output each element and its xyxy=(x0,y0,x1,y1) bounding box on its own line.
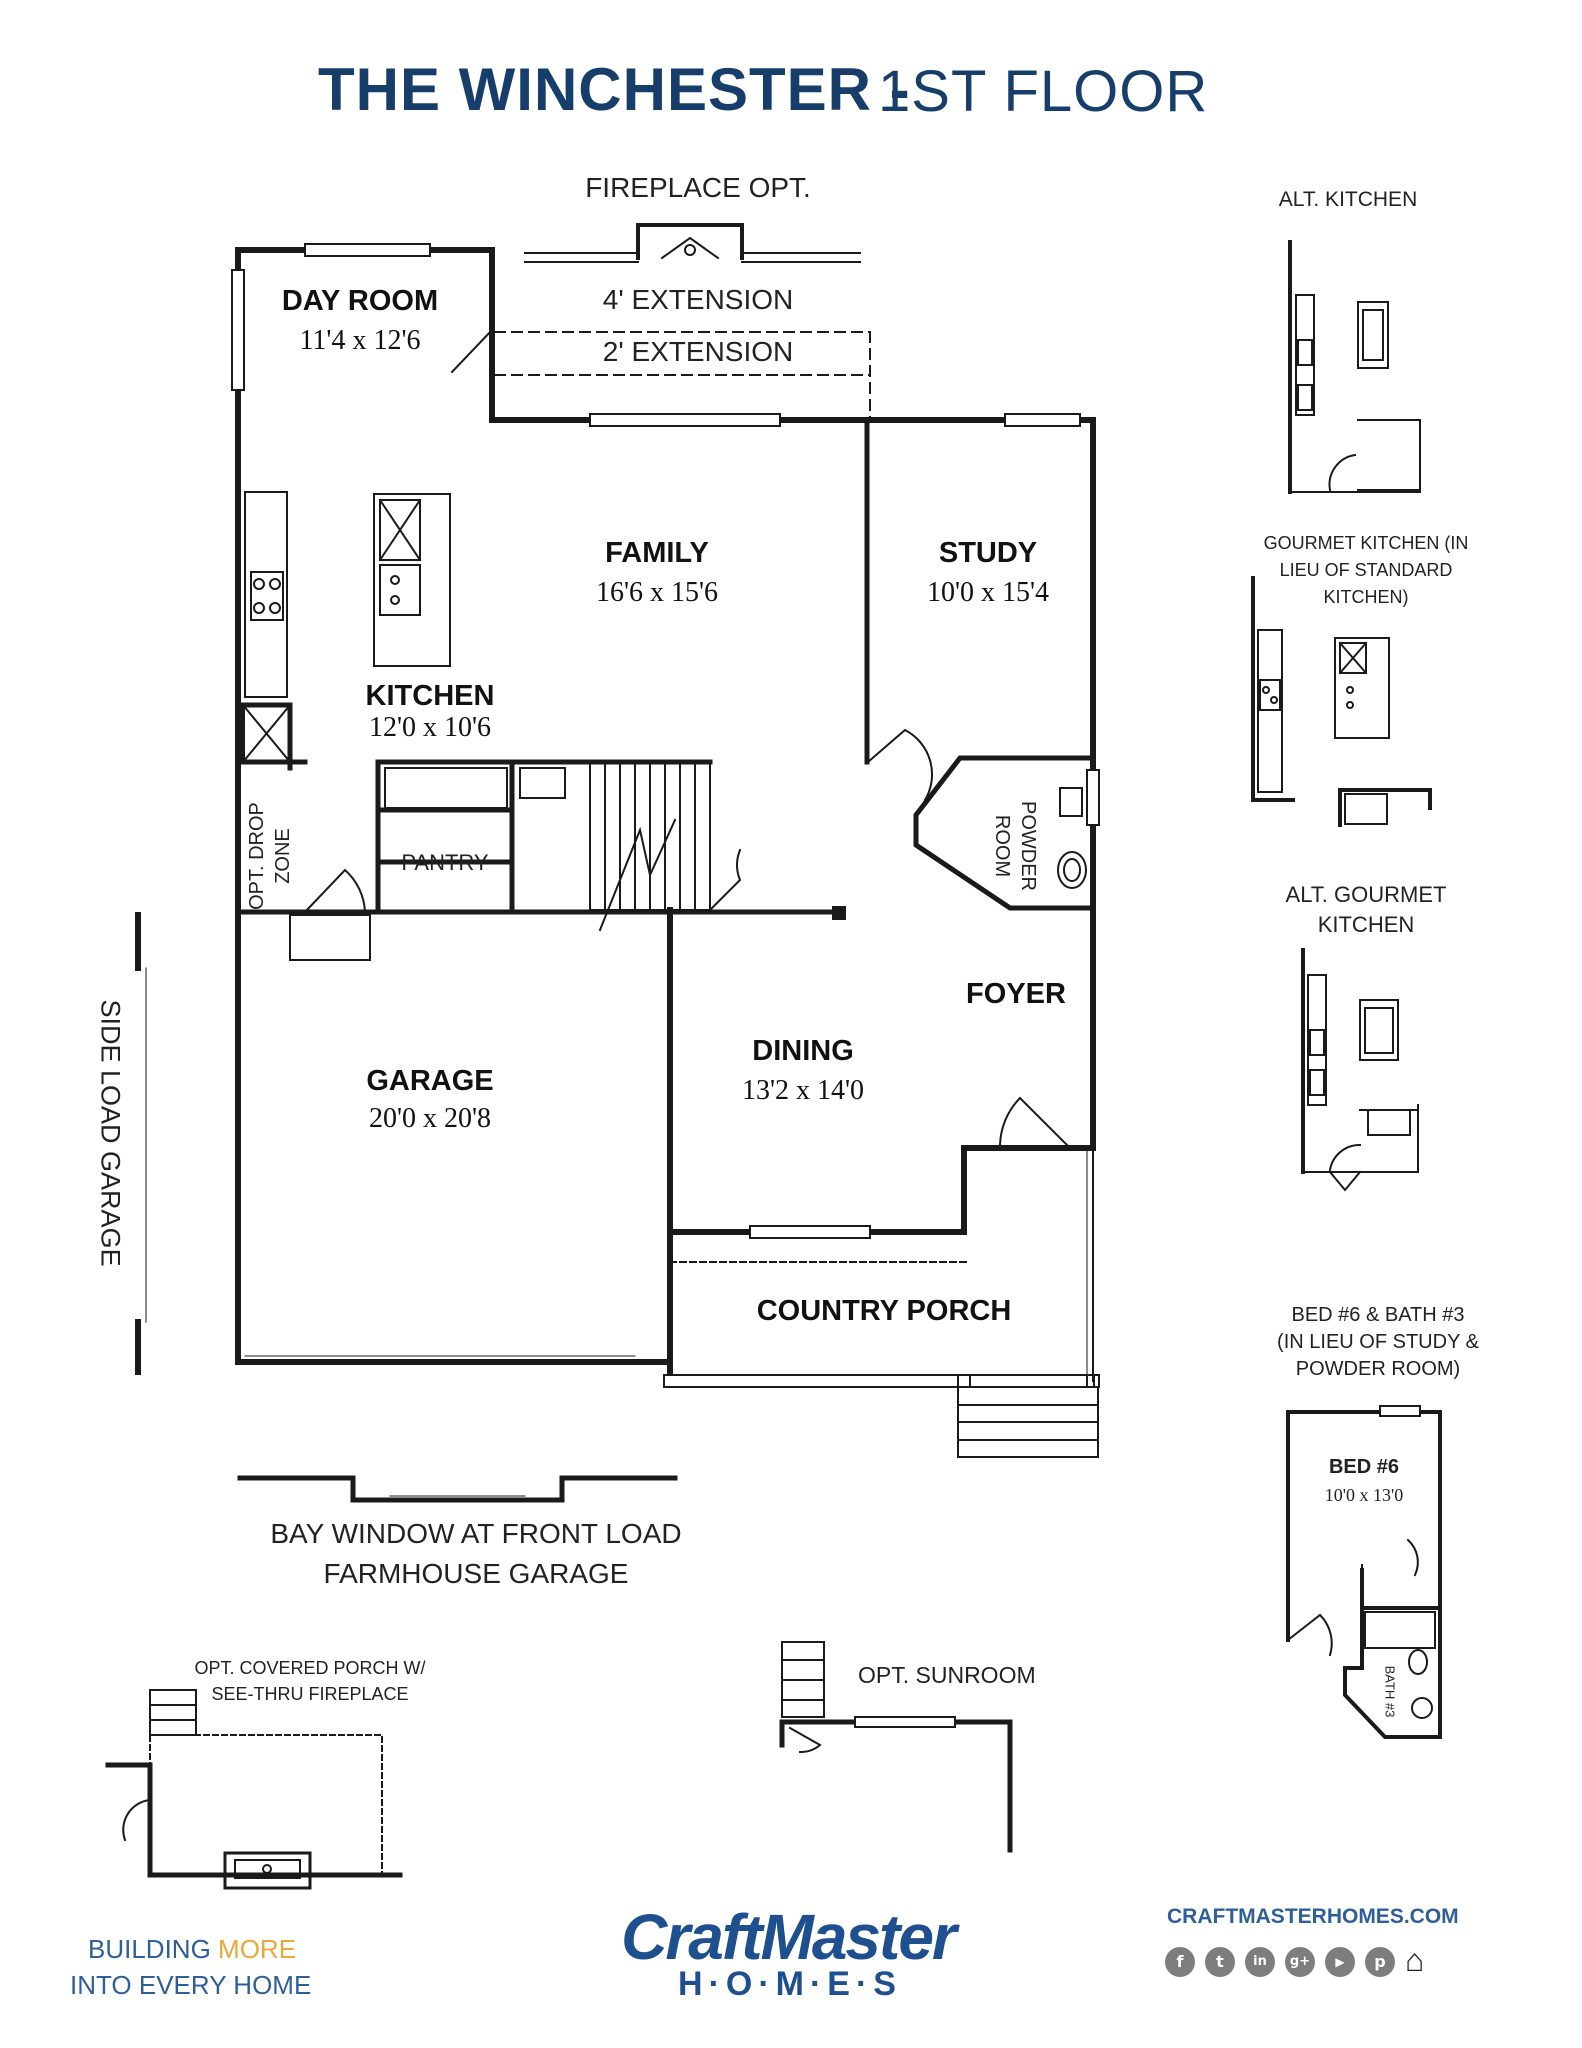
family-name: FAMILY xyxy=(605,537,709,569)
alt-kitchen-label: ALT. KITCHEN xyxy=(1278,188,1418,211)
day-room-name: DAY ROOM xyxy=(281,285,439,317)
drop-zone-line2: ZONE xyxy=(272,828,294,884)
bay-window-line1: BAY WINDOW AT FRONT LOAD xyxy=(270,1518,682,1549)
equal-housing-icon: ⌂ xyxy=(1405,1942,1425,1978)
bay-window xyxy=(237,1475,678,1503)
google-plus-icon[interactable]: g+ xyxy=(1285,1947,1315,1977)
foyer-name: FOYER xyxy=(966,978,1066,1010)
powder-line2: ROOM xyxy=(991,814,1013,878)
bed6-bath3-diagram xyxy=(1286,1405,1442,1739)
brand-logo-text: CraftMaster xyxy=(621,1901,957,1973)
alt-gourmet-kitchen-diagram xyxy=(1301,948,1419,1192)
bed6-option-label: BED #6 & BATH #3 (IN LIEU OF STUDY & POW… xyxy=(1277,1302,1479,1383)
kitchen-dims: 12'0 x 10'6 xyxy=(368,712,492,743)
covered-porch-line1: OPT. COVERED PORCH W/ xyxy=(194,1658,426,1678)
bed6-line2: (IN LIEU OF STUDY & xyxy=(1277,1331,1479,1353)
tagline-line1: BUILDING MORE xyxy=(88,1934,296,1965)
fireplace-and-extensions xyxy=(524,223,861,263)
alt-gourmet-line2: KITCHEN xyxy=(1317,912,1415,937)
extension-dashes xyxy=(494,331,871,421)
tagline-line2: INTO EVERY HOME xyxy=(70,1970,312,2000)
pantry-label: PANTRY xyxy=(401,850,489,875)
extension-4-label: 4' EXTENSION xyxy=(602,284,794,315)
country-porch-name: COUNTRY PORCH xyxy=(756,1295,1012,1327)
powder-fixtures xyxy=(1057,787,1087,889)
day-room-dims: 11'4 x 12'6 xyxy=(299,325,421,356)
covered-porch-label: OPT. COVERED PORCH W/ SEE-THRU FIREPLACE xyxy=(194,1655,425,1707)
opt-covered-porch-diagram xyxy=(105,1689,403,1890)
main-windows xyxy=(231,243,1100,1239)
country-porch xyxy=(244,1147,1100,1458)
side-load-garage-label: SIDE LOAD GARAGE xyxy=(95,999,126,1267)
facebook-icon[interactable]: f xyxy=(1165,1947,1195,1977)
brand-logo-subtext: H·O·M·E·S xyxy=(678,1965,902,2003)
garage-name: GARAGE xyxy=(366,1065,494,1097)
stairs xyxy=(589,761,711,932)
drop-zone-label: OPT. DROP ZONE xyxy=(244,796,296,916)
kitchen-fixtures xyxy=(241,491,566,809)
door-swings xyxy=(289,728,1072,1150)
bay-window-line2: FARMHOUSE GARAGE xyxy=(323,1558,629,1589)
study-name: STUDY xyxy=(938,537,1038,569)
bed6-line1: BED #6 & BATH #3 xyxy=(1291,1304,1465,1326)
floor-label: 1ST FLOOR xyxy=(878,59,1209,124)
gourmet-line2: LIEU OF STANDARD xyxy=(1279,560,1453,580)
opt-sunroom-diagram xyxy=(779,1641,1013,1853)
twitter-icon[interactable]: t xyxy=(1205,1947,1235,1977)
garage-dims: 20'0 x 20'8 xyxy=(368,1103,492,1134)
drop-zone-line1: OPT. DROP xyxy=(246,802,268,910)
powder-line1: POWDER xyxy=(1017,801,1039,891)
plan-title: THE WINCHESTER - xyxy=(318,56,911,123)
website-link[interactable]: CRAFTMASTERHOMES.COM xyxy=(1167,1905,1459,1928)
tagline-building: BUILDING xyxy=(88,1934,211,1964)
alt-gourmet-label: ALT. GOURMET KITCHEN xyxy=(1286,880,1447,940)
bath3-label: BATH #3 xyxy=(1382,1665,1398,1718)
fireplace-opt-label: FIREPLACE OPT. xyxy=(585,172,811,203)
bed6-name: BED #6 xyxy=(1328,1456,1400,1478)
gourmet-line3: KITCHEN) xyxy=(1323,587,1409,607)
gourmet-line1: GOURMET KITCHEN (IN xyxy=(1263,533,1469,553)
family-dims: 16'6 x 15'6 xyxy=(595,577,719,608)
alt-kitchen-diagram xyxy=(1288,240,1421,494)
alt-gourmet-line1: ALT. GOURMET xyxy=(1285,882,1447,907)
youtube-icon[interactable]: ▶ xyxy=(1325,1947,1355,1977)
kitchen-name: KITCHEN xyxy=(365,680,495,712)
pinterest-icon[interactable]: p xyxy=(1365,1947,1395,1977)
bed6-line3: POWDER ROOM) xyxy=(1295,1358,1461,1380)
covered-porch-line2: SEE-THRU FIREPLACE xyxy=(211,1684,409,1704)
dining-name: DINING xyxy=(752,1035,854,1067)
side-load-garage-marker xyxy=(135,912,147,1375)
gourmet-kitchen-label: GOURMET KITCHEN (IN LIEU OF STANDARD KIT… xyxy=(1264,530,1469,611)
study-dims: 10'0 x 15'4 xyxy=(926,577,1050,608)
dining-dims: 13'2 x 14'0 xyxy=(741,1075,865,1106)
linkedin-icon[interactable]: in xyxy=(1245,1947,1275,1977)
gourmet-kitchen-diagram xyxy=(1251,576,1432,827)
extension-2-label: 2' EXTENSION xyxy=(602,336,794,367)
tagline-more: MORE xyxy=(218,1934,297,1964)
opt-sunroom-label: OPT. SUNROOM xyxy=(858,1662,1036,1688)
powder-room-label: POWDER ROOM xyxy=(989,791,1041,901)
bed6-dims: 10'0 x 13'0 xyxy=(1324,1485,1404,1505)
